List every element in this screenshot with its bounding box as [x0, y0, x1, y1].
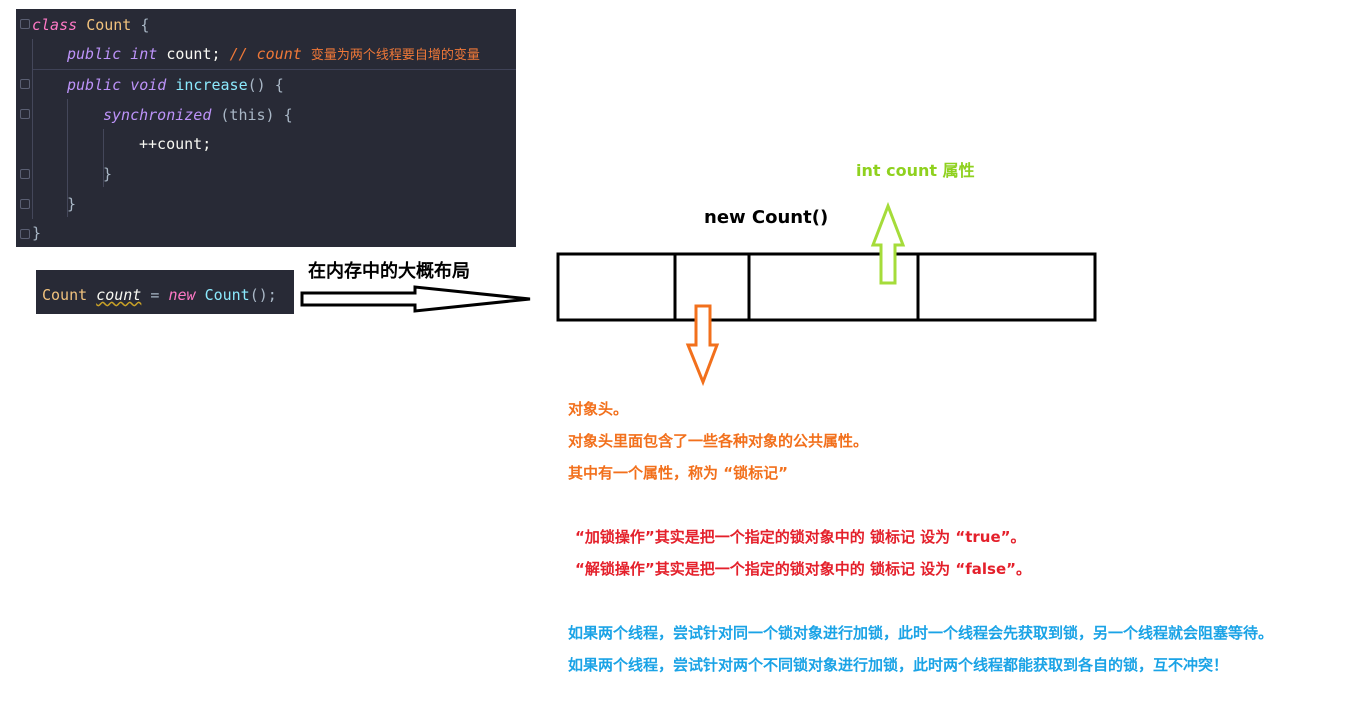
code-line: class Count {: [16, 10, 516, 40]
method-increase: increase: [175, 76, 248, 94]
brace: {: [131, 16, 150, 34]
note-same-lock: 如果两个线程，尝试针对同一个锁对象进行加锁，此时一个线程会先获取到锁，另一个线程…: [568, 624, 1274, 642]
comment-text: 变量为两个线程要自增的变量: [310, 48, 480, 63]
class-name: Count: [86, 16, 132, 34]
code-line: }: [16, 189, 516, 219]
operator: =: [141, 286, 169, 304]
field-count: count;: [166, 45, 221, 63]
field-label: int count 属性: [856, 161, 975, 180]
fold-icon[interactable]: [20, 109, 30, 119]
arrow-up-icon: [870, 201, 906, 285]
indent-guide: [32, 39, 33, 219]
code-line: synchronized (this) {: [16, 100, 516, 130]
arrow-down-icon: [685, 304, 720, 387]
code-block-new-count: Count count = new Count();: [36, 270, 294, 314]
arrow-right-icon: [300, 285, 531, 313]
punctuation: (this) {: [211, 106, 293, 124]
arrow-label: 在内存中的大概布局: [308, 261, 470, 282]
code-line: }: [16, 218, 516, 248]
code-line: Count count = new Count();: [36, 280, 294, 310]
indent-guide: [67, 99, 68, 217]
code-line: ++count;: [16, 129, 516, 159]
note-object-header: 对象头。: [568, 400, 629, 418]
keyword-public: public: [67, 45, 122, 63]
note-lock: “加锁操作”其实是把一个指定的锁对象中的 锁标记 设为 “true”。: [575, 528, 1026, 546]
keyword-synchronized: synchronized: [103, 106, 212, 124]
code-line: public int count; // count 变量为两个线程要自增的变量: [16, 39, 516, 69]
punctuation: () {: [247, 76, 284, 94]
keyword-int: int: [130, 45, 158, 63]
indent-guide: [103, 129, 104, 187]
comment: // count: [229, 45, 302, 63]
object-memory-box: [556, 252, 1097, 322]
keyword-public: public: [67, 76, 122, 94]
note-object-header: 其中有一个属性，称为 “锁标记”: [568, 464, 788, 482]
note-different-lock: 如果两个线程，尝试针对两个不同锁对象进行加锁，此时两个线程都能获取到各自的锁，互…: [568, 656, 1229, 674]
brace: }: [67, 195, 77, 213]
fold-icon[interactable]: [20, 79, 30, 89]
code-line: }: [16, 159, 516, 189]
keyword-class: class: [32, 16, 78, 34]
increment-statement: ++count;: [139, 135, 212, 153]
fold-icon[interactable]: [20, 19, 30, 29]
code-block-count-class: class Count { public int count; // count…: [16, 9, 516, 247]
fold-icon[interactable]: [20, 229, 30, 239]
class-name: Count: [42, 286, 88, 304]
note-object-header: 对象头里面包含了一些各种对象的公共属性。: [568, 432, 869, 450]
brace: }: [103, 165, 113, 183]
fold-icon[interactable]: [20, 199, 30, 209]
variable-count: count: [96, 286, 142, 304]
code-line-separator: [32, 69, 516, 70]
note-unlock: “解锁操作”其实是把一个指定的锁对象中的 锁标记 设为 “false”。: [575, 560, 1031, 578]
constructor-call: Count: [204, 286, 250, 304]
fold-icon[interactable]: [20, 169, 30, 179]
punctuation: ();: [249, 286, 277, 304]
object-label: new Count(): [704, 207, 829, 228]
keyword-void: void: [130, 76, 167, 94]
keyword-new: new: [168, 286, 196, 304]
brace: }: [32, 224, 42, 242]
code-line: public void increase() {: [16, 70, 516, 100]
